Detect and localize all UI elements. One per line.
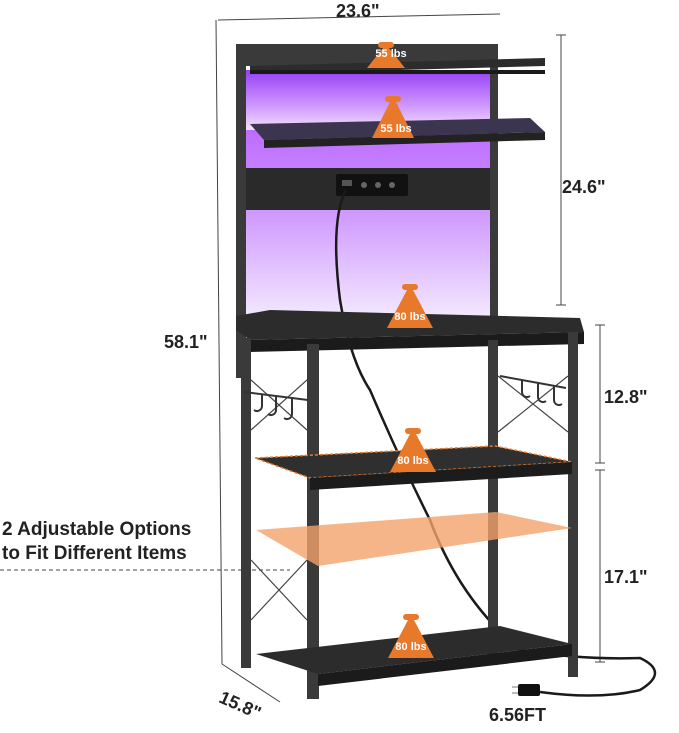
- power-cord: [334, 189, 657, 697]
- cross-braces: [250, 375, 569, 621]
- hutch-height-dimension: 24.6": [562, 177, 606, 197]
- middle-gap-dimension: 12.8": [604, 387, 648, 407]
- weight-icon: 80 lbs: [388, 614, 434, 658]
- callout-line-2: to Fit Different Items: [2, 543, 187, 565]
- weight-label-middle: 80 lbs: [397, 455, 428, 467]
- weight-icon: 55 lbs: [367, 42, 407, 68]
- hutch-frame: [236, 44, 498, 378]
- weight-icon: 80 lbs: [387, 284, 433, 328]
- weight-label-countertop: 80 lbs: [394, 311, 425, 323]
- weight-icon: 55 lbs: [372, 96, 414, 138]
- callout-line-1: 2 Adjustable Options: [2, 519, 192, 540]
- plug-icon: [512, 684, 540, 696]
- weight-label-bottom: 80 lbs: [395, 641, 426, 653]
- adjustable-callout: 2 Adjustable Options to Fit Different It…: [2, 518, 191, 567]
- power-strip-board: [246, 168, 490, 210]
- lower-gap-dimension: 17.1": [604, 567, 648, 587]
- total-height-dimension: 58.1": [164, 332, 208, 352]
- power-strip-icon: [336, 174, 408, 196]
- lower-frame: [241, 332, 578, 699]
- width-dimension: 23.6": [336, 1, 380, 21]
- adjustable-shelf-indicator: [256, 512, 572, 566]
- cord-length-dimension: 6.56FT: [489, 705, 547, 725]
- weight-icon: 80 lbs: [390, 428, 436, 472]
- weight-label-second: 55 lbs: [380, 123, 411, 135]
- hook-icon: [243, 375, 567, 420]
- weight-label-top: 55 lbs: [375, 48, 406, 60]
